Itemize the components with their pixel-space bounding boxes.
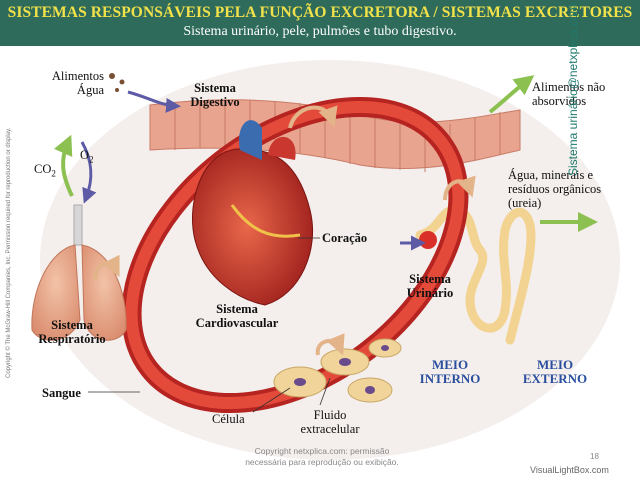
food-particle-icon	[115, 88, 119, 92]
exchange-arrow-digestive	[288, 105, 338, 129]
exchange-arrow-cells	[315, 333, 345, 356]
label-o2: O2	[80, 148, 94, 165]
header-bar: SISTEMAS RESPONSÁVEIS PELA FUNÇÃO EXCRET…	[0, 0, 640, 46]
food-particle-icon	[119, 79, 125, 85]
watermark: VisualLightBox.com	[530, 465, 609, 475]
page-subtitle: Sistema urinário, pele, pulmões e tubo d…	[183, 24, 457, 39]
glomerulus	[419, 231, 437, 249]
label-sistema-digestivo: Sistema Digestivo	[190, 81, 240, 109]
label-agua-minerais: Água, minerais e resíduos orgânicos (ure…	[508, 168, 602, 210]
label-celula: Célula	[212, 412, 245, 426]
side-copyright-left: Copyright © The McGraw-Hill Companies, I…	[6, 127, 12, 378]
heart-illustration	[191, 120, 314, 306]
page-number: 18	[590, 452, 599, 461]
label-sistema-respiratorio: Sistema Respiratório	[38, 318, 106, 346]
label-alimentos-agua: Alimentos Água	[51, 69, 104, 97]
o2-in-arrow	[80, 141, 97, 204]
label-meio-externo: MEIO EXTERNO	[522, 357, 588, 386]
label-alimentos-nao-absorvidos: Alimentos não absorvidos	[532, 80, 606, 108]
excretory-systems-diagram	[31, 60, 620, 460]
food-intake-arrow	[127, 90, 181, 113]
label-sangue: Sangue	[42, 386, 81, 400]
food-waste-arrow	[488, 75, 535, 114]
footer-copyright: Copyright netxplica.com: permissão neces…	[245, 446, 399, 467]
label-sistema-urinario: Sistema Urinário	[406, 272, 454, 300]
leader-line-fluido	[319, 377, 331, 406]
label-fluido-extracelular: Fluido extracelular	[300, 408, 360, 436]
co2-out-arrow	[53, 134, 74, 197]
exchange-arrow-urinary	[443, 175, 476, 201]
leader-line-celula	[252, 387, 291, 413]
label-sistema-cardiovascular: Sistema Cardiovascular	[195, 302, 279, 330]
label-meio-interno: MEIO INTERNO	[419, 357, 481, 386]
side-credit-right: Sistema urinário@netxplica.com	[566, 3, 580, 176]
exchange-arrow-lungs	[93, 254, 120, 281]
food-particle-icon	[109, 73, 115, 79]
label-coracao: Coração	[322, 231, 368, 245]
label-co2: CO2	[34, 162, 56, 179]
page-title: SISTEMAS RESPONSÁVEIS PELA FUNÇÃO EXCRET…	[7, 4, 633, 21]
